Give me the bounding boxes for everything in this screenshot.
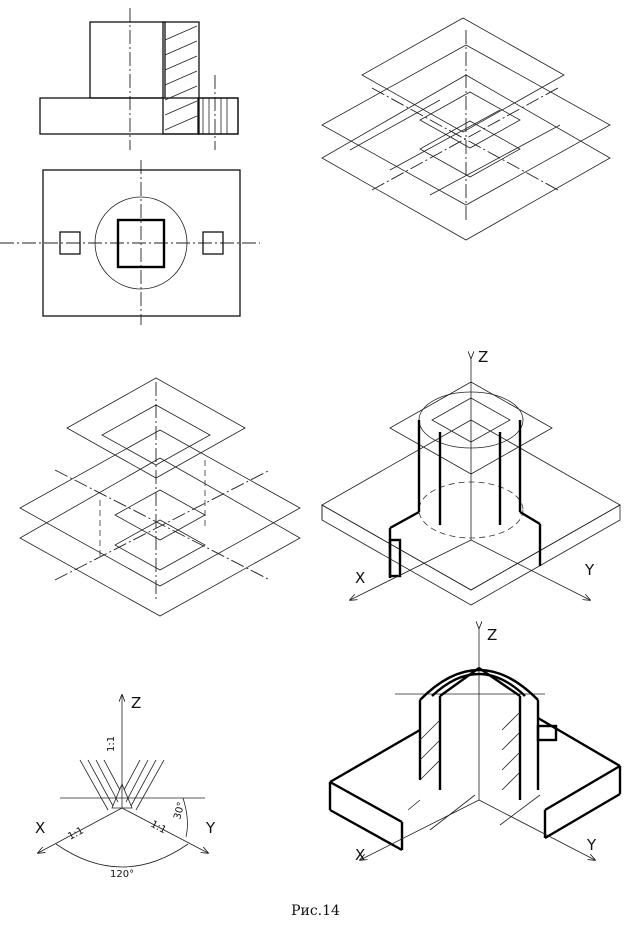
y-axis-label-final: Y	[586, 836, 597, 854]
cutaway-hatching	[407, 711, 541, 831]
top-view	[0, 160, 260, 325]
angle-30-label: 30°	[172, 801, 187, 821]
x-axis-label: X	[355, 569, 365, 587]
y-axis-label-diagram: Y	[205, 819, 216, 837]
x-scale-label: 1:1	[66, 825, 85, 842]
z-scale-label: 1:1	[106, 736, 117, 752]
x-axis-label-final: X	[355, 846, 365, 864]
angle-120-label: 120°	[110, 869, 134, 880]
isometric-construction: Z X Y	[321, 348, 621, 606]
z-axis-label-final: Z	[487, 626, 497, 644]
figure-caption: Рис.14	[291, 903, 340, 919]
axes-diagram: Z 1:1 X Y 1:1 1:1 120° 30°	[35, 694, 216, 880]
z-axis-label-diagram: Z	[131, 694, 141, 712]
final-isometric: Z X	[328, 626, 622, 864]
y-axis-label: Y	[584, 561, 595, 579]
isometric-planes-step2	[19, 377, 301, 617]
z-axis-label: Z	[478, 348, 488, 366]
x-axis-label-diagram: X	[35, 819, 45, 837]
y-scale-label: 1:1	[149, 819, 168, 836]
section-hatching	[164, 25, 228, 134]
isometric-planes-step1	[321, 17, 611, 241]
front-view	[39, 8, 239, 150]
